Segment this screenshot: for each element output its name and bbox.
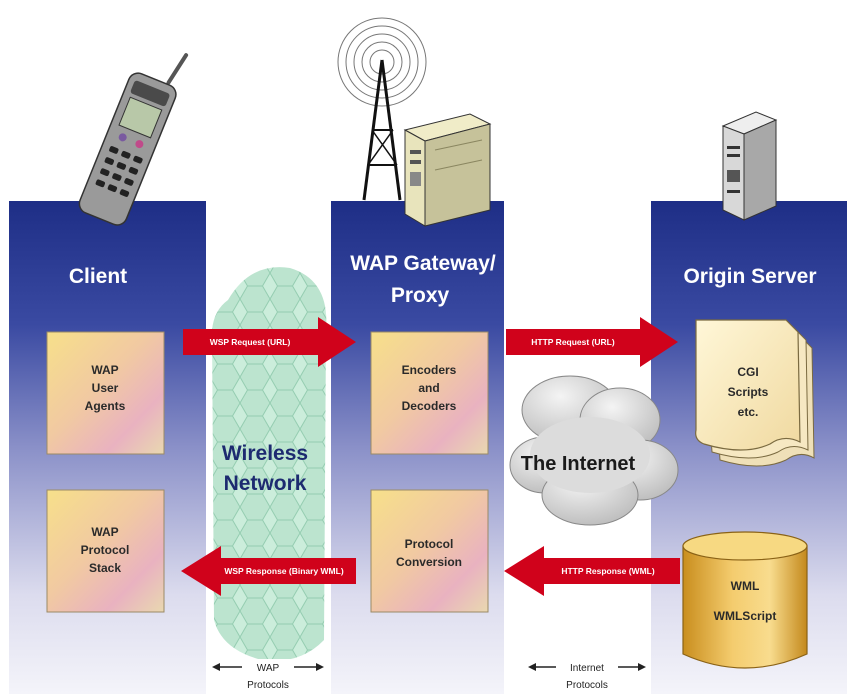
http-response-arrow xyxy=(504,546,680,596)
cgi-scripts-line2: Scripts xyxy=(728,385,769,399)
client-title: Client xyxy=(69,265,127,288)
wireless-network-label-1: Wireless xyxy=(222,442,308,465)
wap-protocols-bracket xyxy=(212,659,324,673)
origin-server-title: Origin Server xyxy=(683,265,816,288)
radio-tower-icon xyxy=(337,17,427,201)
http-request-arrow xyxy=(506,317,678,367)
wap-user-agents-line1: WAP xyxy=(91,363,118,377)
cgi-scripts-line3: etc. xyxy=(738,405,759,419)
origin-server-computer-icon xyxy=(721,111,778,221)
gateway-server-icon xyxy=(403,113,492,227)
wml-db-line1: WML xyxy=(731,579,760,593)
protocol-conversion-line2: Conversion xyxy=(396,555,462,569)
gateway-title-line2: Proxy xyxy=(391,284,450,307)
http-request-label: HTTP Request (URL) xyxy=(531,337,615,347)
encoders-decoders-line1: Encoders xyxy=(402,363,457,377)
wsp-response-arrow xyxy=(181,546,356,596)
wap-protocol-stack-line1: WAP xyxy=(91,525,118,539)
internet-protocols-line2: Protocols xyxy=(566,680,608,691)
cgi-scripts-document-icon xyxy=(695,319,815,467)
wsp-request-arrow xyxy=(183,317,356,367)
mobile-phone-icon xyxy=(78,53,189,226)
wsp-request-label: WSP Request (URL) xyxy=(210,337,291,347)
wap-protocol-stack-line2: Protocol xyxy=(81,543,130,557)
wap-protocols-line1: WAP xyxy=(257,663,280,674)
wap-protocols-line2: Protocols xyxy=(247,680,289,691)
wml-database-icon xyxy=(682,531,808,669)
wap-protocol-stack-line3: Stack xyxy=(89,561,121,575)
http-response-label: HTTP Response (WML) xyxy=(561,566,655,576)
encoders-decoders-line2: and xyxy=(418,381,439,395)
protocol-conversion-line1: Protocol xyxy=(405,537,454,551)
encoders-decoders-line3: Decoders xyxy=(402,399,457,413)
wml-db-line2: WMLScript xyxy=(714,609,777,623)
wsp-response-label: WSP Response (Binary WML) xyxy=(224,566,343,576)
wap-user-agents-line2: User xyxy=(92,381,119,395)
wap-user-agents-box xyxy=(46,331,165,455)
wireless-network-label-2: Network xyxy=(224,472,307,495)
internet-label: The Internet xyxy=(521,453,636,475)
encoders-decoders-box xyxy=(370,331,489,455)
wap-protocol-stack-box xyxy=(46,489,165,613)
wap-user-agents-line3: Agents xyxy=(85,399,126,413)
internet-cloud-icon xyxy=(509,375,679,526)
gateway-title-line1: WAP Gateway/ xyxy=(350,252,496,275)
cgi-scripts-line1: CGI xyxy=(737,365,758,379)
internet-protocols-bracket xyxy=(528,659,646,673)
protocol-conversion-box xyxy=(370,489,489,613)
internet-protocols-line1: Internet xyxy=(570,663,604,674)
